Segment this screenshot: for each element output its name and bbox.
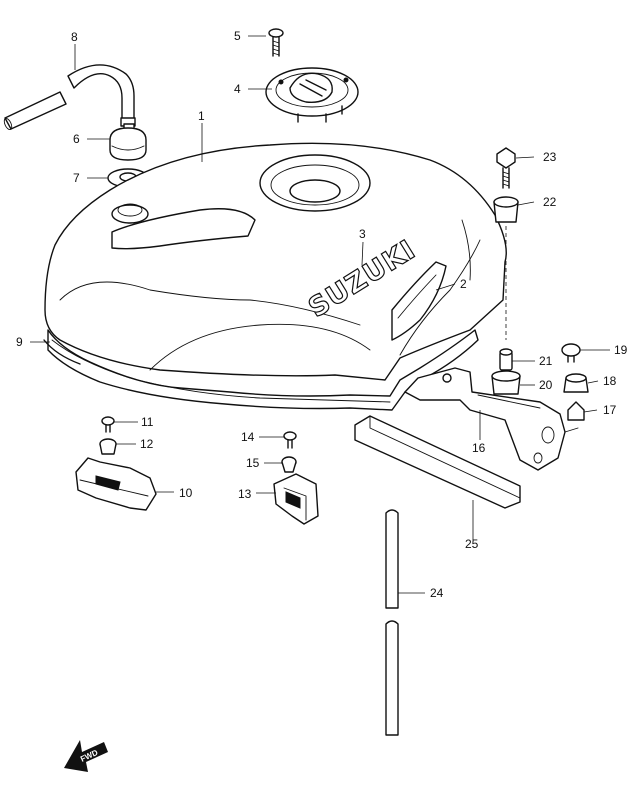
callout-9: 9 xyxy=(16,335,23,349)
part-18-cushion xyxy=(563,373,589,393)
callout-15: 15 xyxy=(246,456,260,470)
part-21-collar xyxy=(499,348,513,371)
part-25-cushion-strip xyxy=(354,415,521,509)
callout-18: 18 xyxy=(603,374,617,388)
fwd-arrow-icon: FWD xyxy=(64,740,108,772)
part-11-screw xyxy=(101,416,115,433)
callout-3: 3 xyxy=(359,227,366,241)
fwd-label: FWD xyxy=(79,748,100,764)
callout-25: 25 xyxy=(465,537,479,551)
part-15-grommet xyxy=(281,456,297,473)
part-19-bolt xyxy=(561,343,581,363)
part-10-front-bracket xyxy=(75,457,157,511)
part-5-screw xyxy=(268,28,284,57)
callout-23: 23 xyxy=(543,150,557,164)
callout-22: 22 xyxy=(543,195,557,209)
part-20-cushion xyxy=(491,370,521,395)
part-8-breather-hose xyxy=(3,64,136,131)
callout-10: 10 xyxy=(179,486,193,500)
callout-1: 1 xyxy=(198,109,205,123)
part-17-nut xyxy=(567,401,585,421)
callout-4: 4 xyxy=(234,82,241,96)
callout-2: 2 xyxy=(460,277,467,291)
part-23-bolt xyxy=(496,147,516,189)
callout-12: 12 xyxy=(140,437,154,451)
callout-19: 19 xyxy=(614,343,628,357)
callout-16: 16 xyxy=(472,441,486,455)
leader-lines xyxy=(30,35,610,594)
callout-17: 17 xyxy=(603,403,617,417)
part-12-grommet xyxy=(99,438,117,455)
callout-21: 21 xyxy=(539,354,553,368)
callout-14: 14 xyxy=(241,430,255,444)
callout-6: 6 xyxy=(73,132,80,146)
part-14-screw xyxy=(283,431,297,449)
callout-11: 11 xyxy=(141,415,154,429)
part-6-breather-cap xyxy=(109,123,147,161)
callout-5: 5 xyxy=(234,29,241,43)
callout-7: 7 xyxy=(73,171,80,185)
callout-13: 13 xyxy=(238,487,252,501)
part-22-cushion xyxy=(493,196,519,223)
part-24-rubber-strip xyxy=(385,509,399,736)
part-13-clamp xyxy=(273,473,319,525)
part-9-gasket xyxy=(43,339,81,365)
callout-8: 8 xyxy=(71,30,78,44)
callout-numbers: 1 2 3 4 5 6 7 8 9 10 11 12 13 14 15 16 1… xyxy=(16,29,628,600)
part-4-fuel-cap xyxy=(265,67,359,123)
callout-24: 24 xyxy=(430,586,444,600)
callout-20: 20 xyxy=(539,378,553,392)
part-16-bracket xyxy=(404,367,579,471)
